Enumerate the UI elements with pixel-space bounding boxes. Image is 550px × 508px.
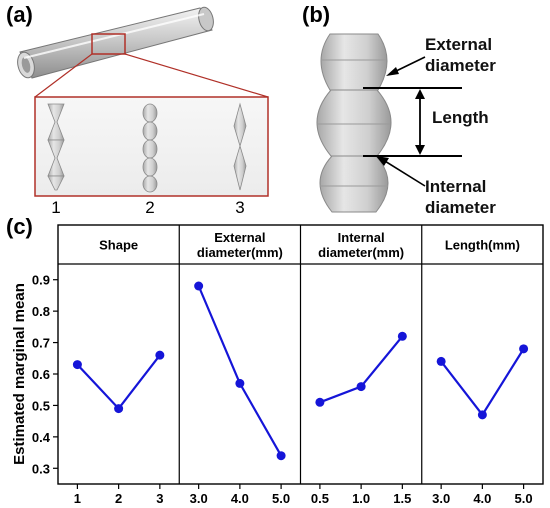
facet-2-series-line <box>319 335 404 404</box>
variant-label-1: 1 <box>51 198 60 217</box>
facet-1-x-tick-label-1: 4.0 <box>231 491 249 506</box>
facet-0-x-tick-label-1: 2 <box>115 491 122 506</box>
facet-0-point-1 <box>114 404 124 414</box>
internal-diameter-label: Internal diameter <box>425 177 496 217</box>
panel-label-a: (a) <box>6 2 33 27</box>
y-tick-label-4: 0.7 <box>32 336 50 351</box>
facet-3-x-tick-label-2: 5.0 <box>515 491 533 506</box>
facet-0-series-line <box>76 354 161 411</box>
facet-3-point-2 <box>519 344 529 354</box>
length-arrow-head-top <box>415 89 425 99</box>
variant-2-structure <box>142 103 158 193</box>
facet-0-title-line-0: Shape <box>99 238 138 253</box>
zoom-line-right <box>124 53 269 98</box>
y-tick-label-3: 0.6 <box>32 367 50 382</box>
facet-3-point-0 <box>436 356 446 366</box>
marginal-means-chart: Estimated marginal mean 0.3 0.4 0.5 0.6 0.7 0.… <box>11 224 544 506</box>
facet-3-series-line <box>440 348 525 417</box>
facet-0-x-tick-label-0: 1 <box>74 491 81 506</box>
facet-1-point-1 <box>235 378 245 388</box>
panel-label-c: (c) <box>6 214 33 239</box>
facet-2-title-line-0: Internal <box>338 230 385 245</box>
facet-1-series-line <box>197 285 283 457</box>
y-tick-label-2: 0.5 <box>32 398 50 413</box>
facet-3-title-line-0: Length(mm) <box>445 238 520 253</box>
facet-3-x-tick-label-0: 3.0 <box>432 491 450 506</box>
facet-2-point-0 <box>315 397 325 407</box>
variant-label-2: 2 <box>145 198 154 217</box>
facet-2-x-tick-label-0: 0.5 <box>311 491 329 506</box>
facet-1-point-2 <box>276 451 286 461</box>
variant-label-3: 3 <box>235 198 244 217</box>
tube-illustration <box>17 6 214 79</box>
length-label: Length <box>432 108 489 127</box>
facet-0-point-0 <box>72 360 82 370</box>
panel-label-b: (b) <box>302 2 331 27</box>
facet-1-title-line-1: diameter(mm) <box>197 245 283 260</box>
zoom-line-left <box>34 53 93 98</box>
facet-0-x-tick-label-2: 3 <box>156 491 163 506</box>
zoom-marker <box>91 33 126 55</box>
internal-arrow <box>379 157 426 187</box>
length-arrow-head-bottom <box>415 145 425 155</box>
facet-1-point-0 <box>194 281 204 291</box>
y-tick-label-5: 0.8 <box>32 304 50 319</box>
facet-1-x-tick-label-2: 5.0 <box>272 491 290 506</box>
facet-3-point-1 <box>477 410 487 420</box>
y-tick-label-0: 0.3 <box>32 461 50 476</box>
y-axis-label: Estimated marginal mean <box>11 283 28 465</box>
facet-1-title-line-0: External <box>214 230 265 245</box>
facet-3-x-tick-label-1: 4.0 <box>473 491 491 506</box>
facet-1-x-tick-label-0: 3.0 <box>190 491 208 506</box>
y-tick-label-6: 0.9 <box>32 273 50 288</box>
internal-arrow-head <box>376 156 389 166</box>
facet-2-x-tick-label-2: 1.5 <box>393 491 411 506</box>
external-arrow-head <box>386 67 399 76</box>
facet-2-title-line-1: diameter(mm) <box>318 245 404 260</box>
facet-2-point-2 <box>397 331 407 341</box>
external-diameter-label: External diameter <box>425 35 496 75</box>
facet-0-point-2 <box>155 350 165 360</box>
variant-1-structure <box>47 103 65 191</box>
facet-2-x-tick-label-1: 1.0 <box>352 491 370 506</box>
variant-3-structure <box>233 102 247 191</box>
bead-stack <box>316 33 392 213</box>
y-tick-label-1: 0.4 <box>32 430 51 445</box>
facet-2-point-1 <box>356 382 366 392</box>
